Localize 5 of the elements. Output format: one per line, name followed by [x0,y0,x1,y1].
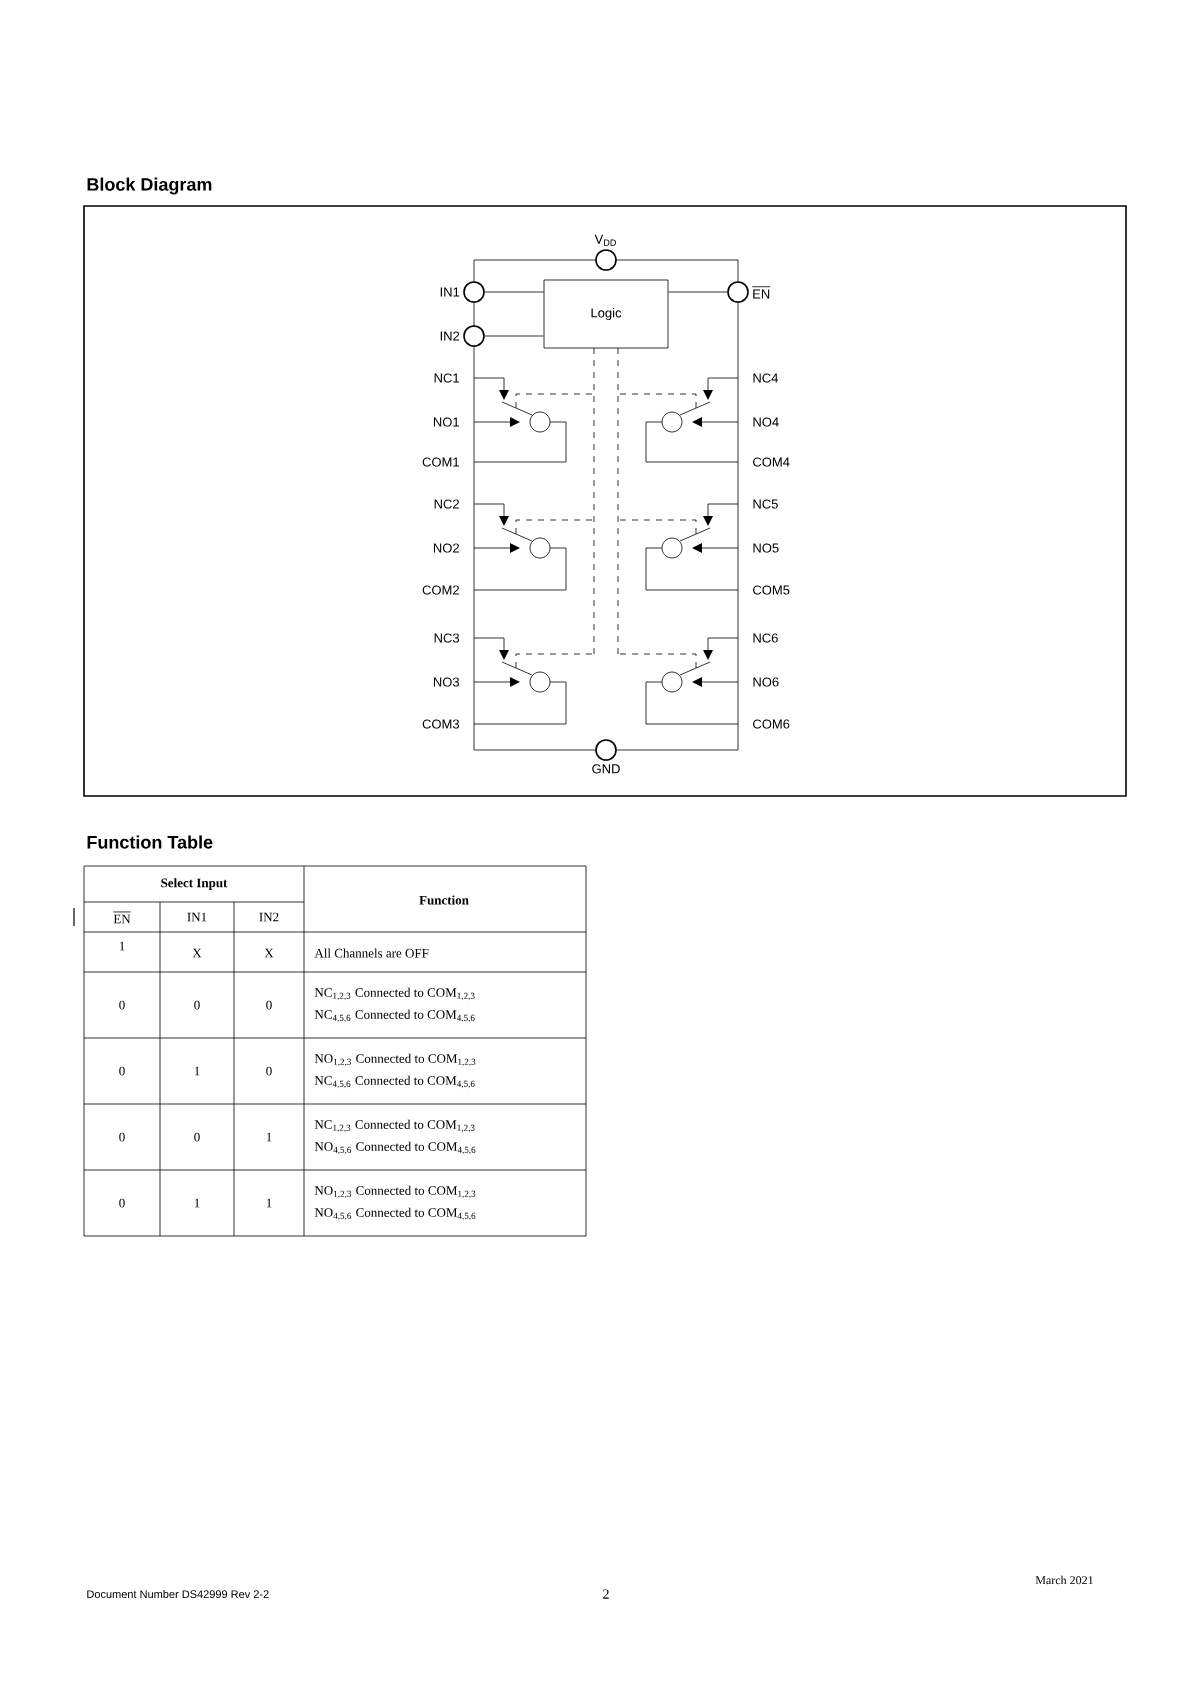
section-heading: Function Table [87,835,213,849]
section-heading: Block Diagram [87,177,212,195]
wire [484,335,544,337]
wire [484,291,544,293]
wire [668,291,728,293]
